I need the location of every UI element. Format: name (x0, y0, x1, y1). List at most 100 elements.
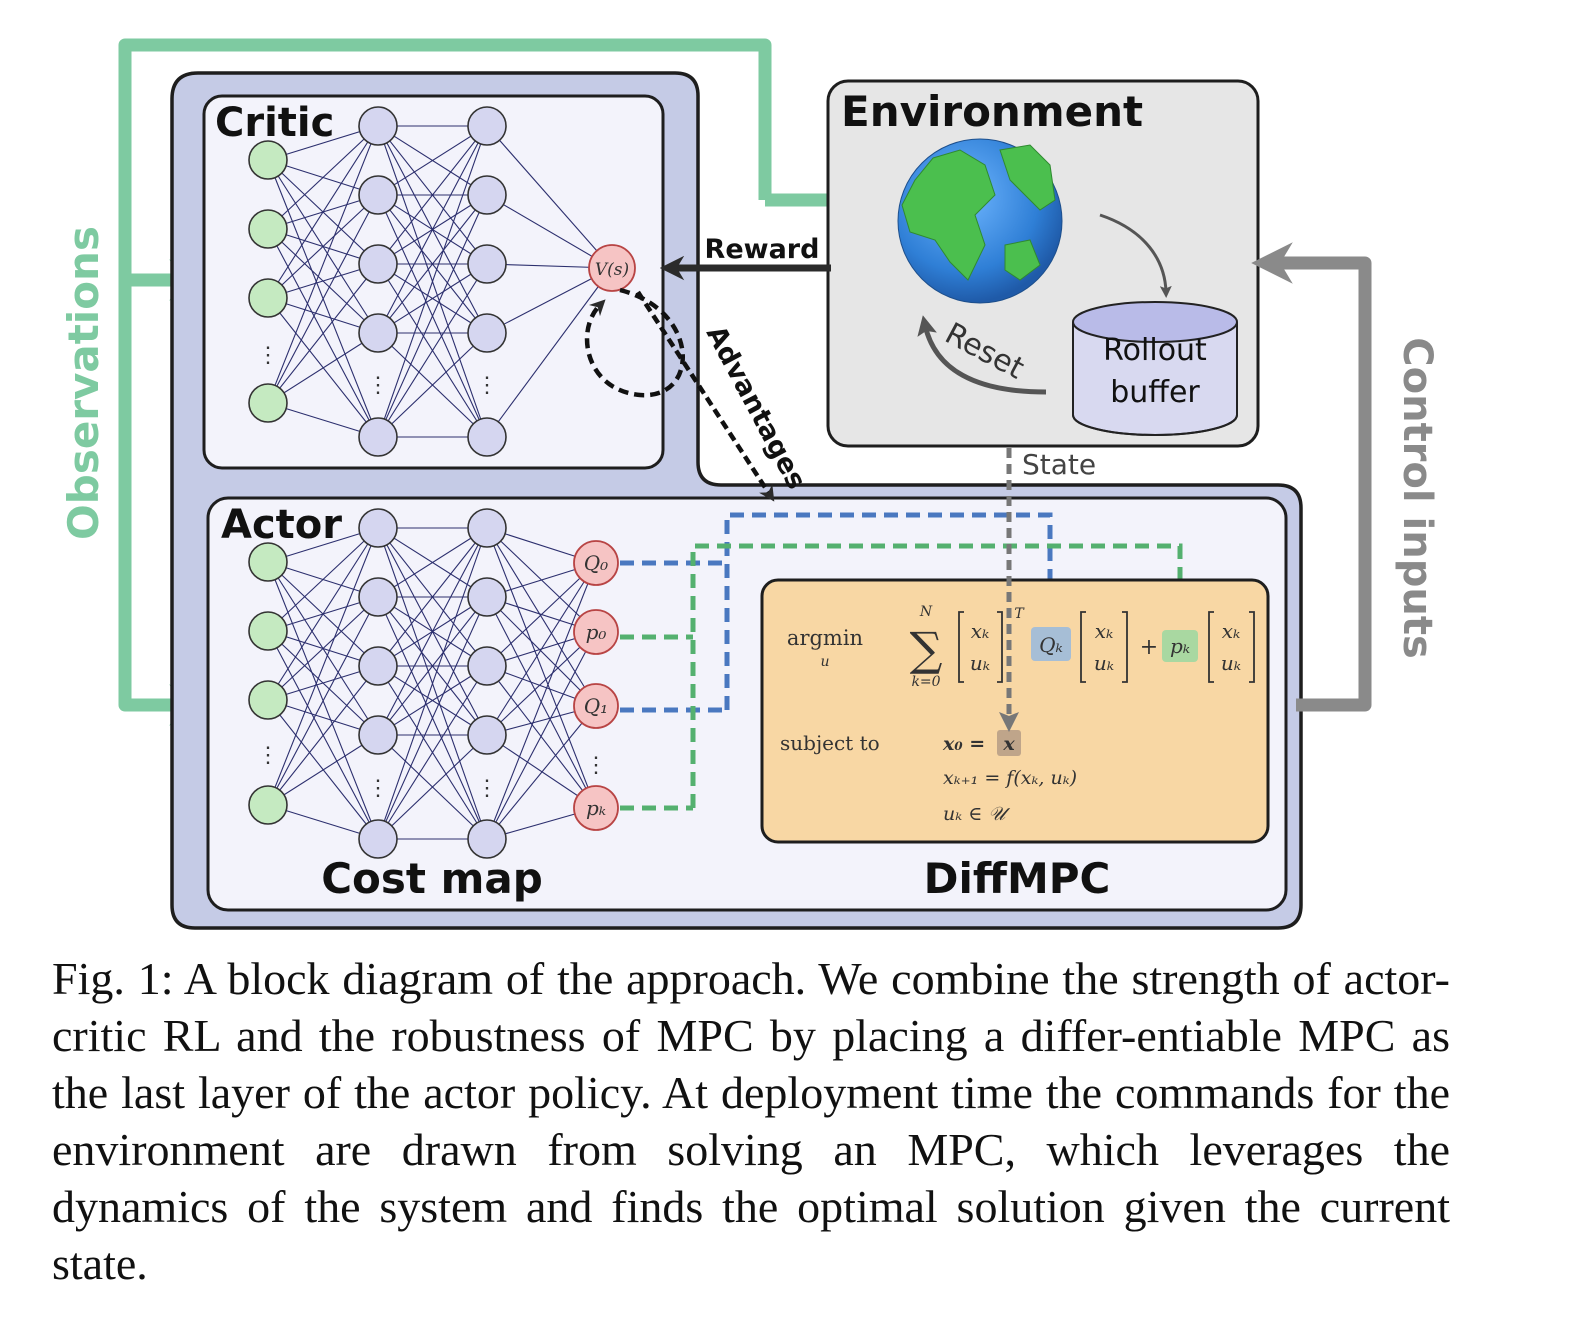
plus-sign: + (1140, 635, 1158, 660)
subject-to-label: subject to (780, 731, 880, 755)
network-edge (267, 125, 379, 404)
vector-bottom: uₖ (970, 651, 990, 675)
network-edge (377, 263, 488, 334)
vector-bottom: uₖ (1221, 651, 1241, 675)
actor-output-node (573, 609, 619, 655)
input-node (248, 680, 288, 720)
critic-output-node (588, 244, 636, 292)
critic-hidden2-ellipsis: ⋮ (476, 373, 498, 398)
constraint-dynamics: xₖ₊₁ = f(xₖ, uₖ) (943, 767, 1077, 789)
rollout-label-line2: buffer (1110, 375, 1200, 410)
advantages-label: Advantages (700, 321, 812, 495)
network-edge (486, 527, 597, 809)
hidden-node (358, 508, 398, 548)
network-edge (377, 194, 488, 438)
observations-label: Observations (59, 226, 108, 540)
actor-output-p0: p₀ (586, 620, 607, 644)
critic-output-label: V(s) (595, 260, 629, 280)
network-edge (267, 527, 379, 632)
constraint-input-set: uₖ ∈ 𝒰 (943, 803, 1010, 825)
network-edge (377, 596, 488, 840)
network-edge (486, 562, 597, 667)
hidden-node (467, 715, 507, 755)
hidden-node (358, 106, 398, 146)
network-edge (377, 125, 488, 438)
network-edge (267, 665, 379, 806)
q-dashed-connections (620, 512, 1060, 713)
network-edge (377, 665, 488, 736)
actor-output-q0: Q₀ (584, 551, 608, 575)
constraint-initial-state: x (1002, 733, 1015, 755)
control-inputs-label: Control inputs (1394, 337, 1440, 659)
hidden-node (467, 313, 507, 353)
diffmpc-label: DiffMPC (924, 854, 1111, 903)
actor-output-node (573, 540, 619, 586)
network-edge (486, 125, 613, 269)
network-edge (377, 125, 488, 334)
hidden-node (467, 244, 507, 284)
observations-arrow (118, 38, 772, 726)
p-dashed-connections (620, 543, 1190, 811)
mpc-panel (760, 578, 1270, 844)
hidden-node (467, 175, 507, 215)
advantages-arrow (636, 290, 775, 502)
network-edge (486, 665, 597, 809)
network-edge (377, 125, 488, 196)
reset-arrow (917, 315, 1047, 395)
network-edge (377, 527, 488, 840)
network-edge (377, 332, 488, 438)
network-edge (267, 194, 379, 299)
hidden-node (358, 417, 398, 457)
network-edge (377, 596, 488, 736)
network-edge (267, 734, 379, 806)
to-rollout-arrow (1099, 213, 1172, 298)
hidden-node (358, 819, 398, 859)
network-edge (267, 125, 379, 230)
network-edge (377, 734, 488, 840)
vector-top: xₖ (1095, 619, 1114, 643)
actor-hidden-layer-1 (358, 508, 398, 859)
hidden-node (358, 175, 398, 215)
network-edge (267, 596, 379, 806)
input-node (248, 785, 288, 825)
actor-hidden-layer-2 (467, 508, 507, 859)
critic-hidden1-ellipsis: ⋮ (367, 373, 389, 398)
network-edge (486, 194, 613, 269)
p-term: pₖ (1170, 634, 1190, 658)
network-edge (267, 194, 379, 404)
vector-bottom: uₖ (1094, 651, 1114, 675)
earth-globe-icon (897, 138, 1063, 304)
input-node (248, 383, 288, 423)
figure-caption: Fig. 1: A block diagram of the approach.… (52, 953, 1450, 1289)
hidden-node (467, 646, 507, 686)
network-edge (486, 267, 613, 438)
state-label: State (1022, 448, 1096, 481)
network-edge (486, 562, 597, 840)
actor-input-layer (248, 542, 288, 825)
critic-loop-arrow (584, 287, 685, 398)
vector-top: xₖ (971, 619, 990, 643)
network-edge (267, 332, 379, 404)
actor-output-node (573, 785, 619, 831)
cost-map-label: Cost map (321, 854, 543, 903)
critic-title: Critic (215, 100, 334, 146)
network-edge (267, 527, 379, 701)
actor-output-pk: pₖ (586, 796, 606, 820)
rollout-label-line1: Rollout (1103, 333, 1207, 368)
hidden-node (467, 577, 507, 617)
actor-output-q1: Q₁ (584, 694, 608, 718)
network-edge (486, 527, 597, 707)
network-edge (377, 527, 488, 736)
rollout-buffer-icon (1072, 301, 1238, 436)
input-node (248, 278, 288, 318)
input-node (248, 140, 288, 180)
input-node (248, 611, 288, 651)
actor-hidden2-ellipsis: ⋮ (476, 776, 498, 801)
network-edge (486, 596, 597, 707)
actor-output-ellipsis: ⋮ (585, 753, 607, 778)
network-edge (267, 527, 379, 806)
hidden-node (467, 508, 507, 548)
critic-input-ellipsis: ⋮ (257, 343, 279, 368)
argmin-label: argmin (787, 626, 863, 650)
sum-upper-limit: N (919, 604, 933, 620)
